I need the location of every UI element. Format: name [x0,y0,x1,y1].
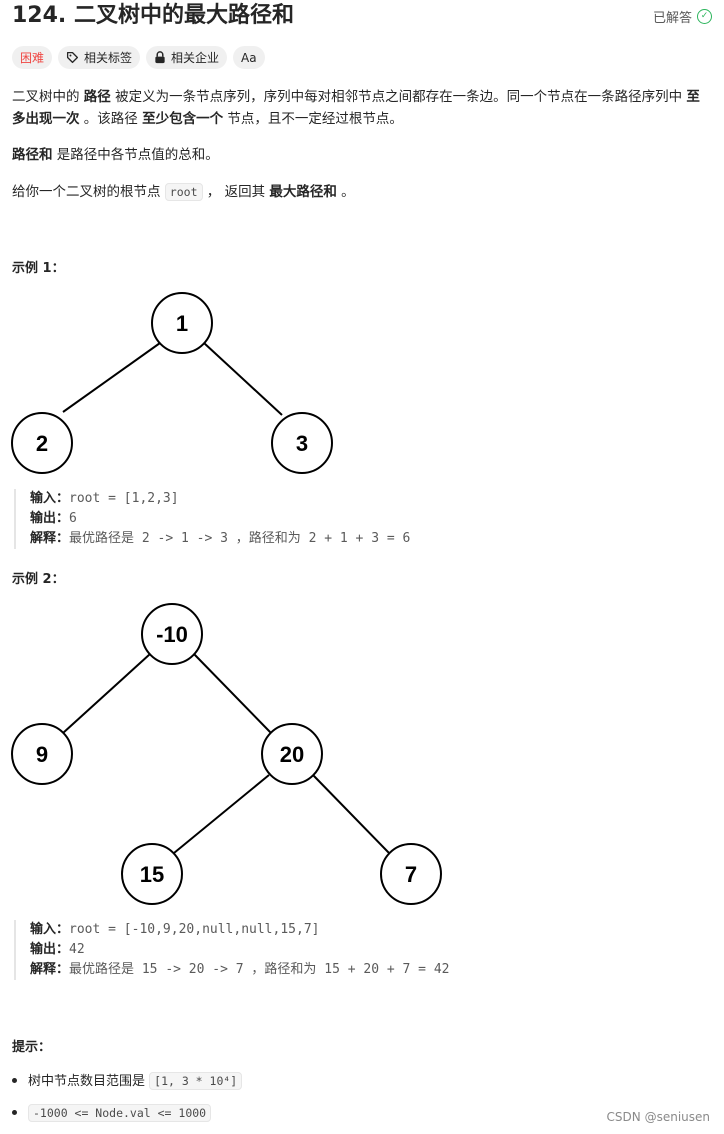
watermark: CSDN @seniusen [606,1110,710,1124]
solved-status[interactable]: 已解答 ✓ [653,7,712,26]
input-value: root = [-10,9,20,null,null,15,7] [69,922,320,937]
text: 。 [336,184,355,200]
tree-node-2 [11,412,73,474]
tree-node-1 [151,292,213,354]
tree-node-20 [261,723,323,785]
tag-icon [66,51,79,64]
tip-item-2: -1000 <= Node.val <= 1000 [12,1102,242,1134]
edge-1-2 [62,342,161,413]
title-row: 124. 二叉树中的最大路径和 已解答 ✓ [12,2,712,32]
tree-node-neg10 [141,603,203,665]
tree-node-2-label: 2 [36,431,48,456]
lock-icon [155,51,165,64]
bold-path-sum: 路径和 [12,147,53,163]
tree-node-7-label: 7 [405,862,417,887]
input-label: 输入： [30,922,70,937]
tree-node-20-label: 20 [280,742,304,767]
example-2-io-block: 输入：root = [-10,9,20,null,null,15,7] 输出：4… [14,920,449,980]
tip-code: [1, 3 * 10⁴] [149,1072,243,1090]
example-2-explain-line: 解释：最优路径是 15 -> 20 -> 7 ，路径和为 15 + 20 + 7… [30,960,449,980]
tag-bar: 困难 相关标签 相关企业 Aa [12,46,265,69]
bold-atleast: 至少包含一个 [142,111,224,127]
text: 节点，且不一定经过根节点。 [223,111,403,127]
output-value: 6 [69,511,77,526]
check-circle-icon: ✓ [697,9,712,24]
example-1-explain-line: 解释：最优路径是 2 -> 1 -> 3 ，路径和为 2 + 1 + 3 = 6 [30,529,410,549]
output-value: 42 [69,942,85,957]
tree-node-15 [121,843,183,905]
text: 被定义为一条节点序列，序列中每对相邻节点之间都存在一条边。同一个节点在一条路径序… [110,89,687,105]
explain-label: 解释： [30,531,70,546]
problem-title: 124. 二叉树中的最大路径和 [12,3,294,28]
tip-text: 树中节点数目范围是 [28,1074,150,1089]
description-paragraph-1: 二叉树中的 路径 被定义为一条节点序列，序列中每对相邻节点之间都存在一条边。同一… [12,86,712,130]
related-companies-label: 相关企业 [171,51,220,65]
tree-node-7 [380,843,442,905]
bold-once: 至多出现一次 [12,89,700,127]
tree-node-1-label: 1 [176,311,188,336]
example-2-input-line: 输入：root = [-10,9,20,null,null,15,7] [30,920,449,940]
explain-value: 最优路径是 2 -> 1 -> 3 ，路径和为 2 + 1 + 3 = 6 [69,531,411,546]
text: 。该路径 [79,111,143,127]
solved-label: 已解答 [652,11,692,26]
font-toggle-button[interactable]: Aa [233,46,265,69]
edge-20-15 [173,774,270,854]
example-1-output-line: 输出：6 [30,509,410,529]
tree-node-9 [11,723,73,785]
bold-path: 路径 [83,89,111,105]
tips-list: 树中节点数目范围是 [1, 3 * 10⁴] -1000 <= Node.val… [12,1070,243,1134]
edge-neg10-20 [193,653,272,734]
tree-node-15-label: 15 [140,862,164,887]
output-label: 输出： [30,942,70,957]
example-2-tree-diagram: -10 9 20 15 7 [11,603,442,905]
example-2-heading: 示例 2： [12,572,65,587]
text: 是路径中各节点值的总和。 [52,147,219,163]
example-1-input-line: 输入：root = [1,2,3] [30,489,410,509]
tree-node-neg10-label: -10 [156,622,188,647]
font-icon: Aa [241,50,257,65]
bold-max-path-sum: 最大路径和 [269,184,337,200]
text: 二叉树中的 [12,89,84,105]
tip-item-1: 树中节点数目范围是 [1, 3 * 10⁴] [12,1070,243,1102]
edge-1-3 [203,342,283,416]
example-1-heading: 示例 1： [12,261,65,276]
output-label: 输出： [30,511,70,526]
example-1-io-block: 输入：root = [1,2,3] 输出：6 解释：最优路径是 2 -> 1 -… [14,489,410,549]
explain-value: 最优路径是 15 -> 20 -> 7 ，路径和为 15 + 20 + 7 = … [69,962,450,977]
inline-code-root: root [164,183,203,201]
related-tags-label: 相关标签 [84,51,133,65]
text: 给你一个二叉树的根节点 [12,184,165,200]
input-value: root = [1,2,3] [69,491,179,506]
tree-node-3-label: 3 [296,431,308,456]
difficulty-badge[interactable]: 困难 [12,46,53,69]
description-paragraph-3: 给你一个二叉树的根节点 root ， 返回其 最大路径和 。 [12,181,712,203]
related-tags-button[interactable]: 相关标签 [58,46,141,69]
tips-heading: 提示： [12,1040,52,1055]
related-companies-button[interactable]: 相关企业 [146,46,228,69]
edge-20-7 [312,774,391,855]
example-2-output-line: 输出：42 [30,940,449,960]
description-paragraph-2: 路径和 是路径中各节点值的总和。 [12,144,712,166]
tree-node-9-label: 9 [36,742,48,767]
edge-neg10-9 [62,653,151,734]
explain-label: 解释： [30,962,70,977]
example-1-tree-diagram: 1 2 3 [11,292,333,474]
tip-code: -1000 <= Node.val <= 1000 [28,1104,212,1122]
tree-node-3 [271,412,333,474]
text: ， 返回其 [202,184,270,200]
input-label: 输入： [30,491,70,506]
